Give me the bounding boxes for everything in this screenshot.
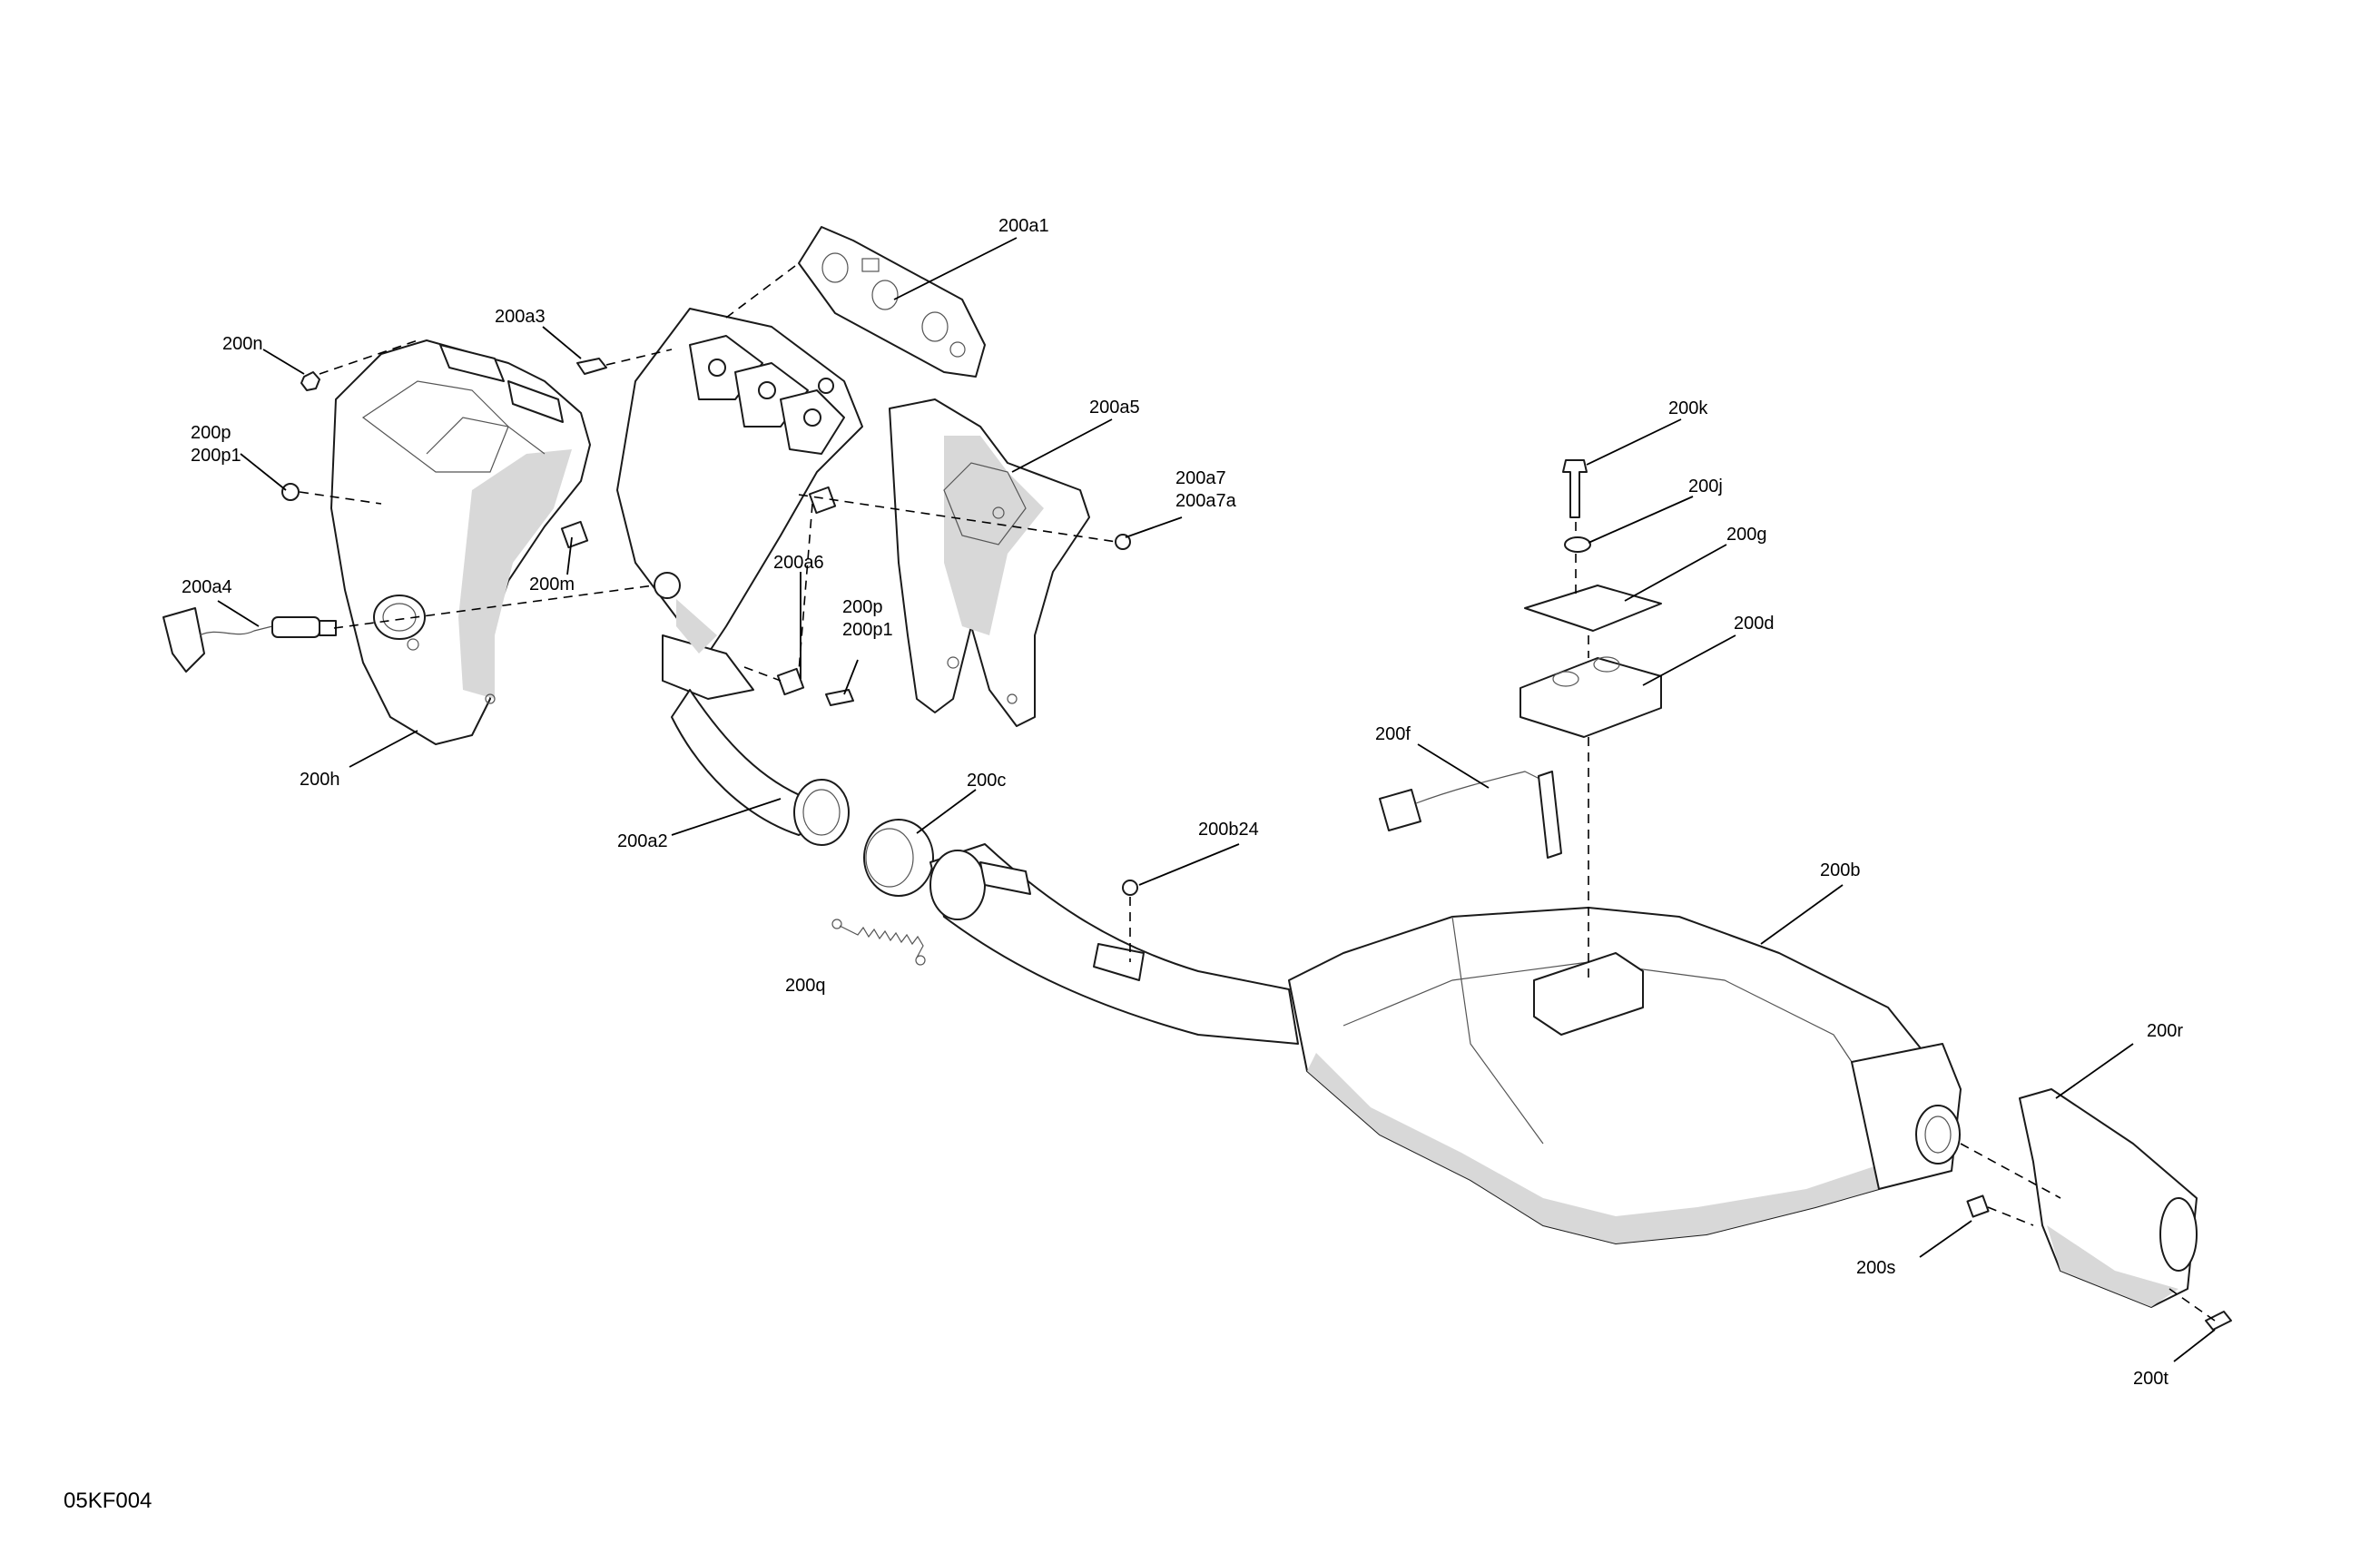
- callout-200n: 200n: [222, 334, 263, 354]
- callout-200c: 200c: [967, 771, 1006, 791]
- screw-200a3: [576, 358, 607, 375]
- callout-200a2: 200a2: [617, 831, 668, 851]
- callout-200p-mid: 200p: [842, 597, 883, 617]
- clip-200a6-top: [808, 486, 837, 515]
- callout-200a7a: 200a7a: [1175, 491, 1237, 511]
- callout-200r: 200r: [2147, 1021, 2183, 1041]
- figure-code: 05KF004: [64, 1489, 152, 1513]
- callout-200h: 200h: [300, 770, 340, 790]
- ring-gasket: [863, 819, 934, 897]
- callout-200a1: 200a1: [998, 216, 1049, 236]
- callout-200p1-top: 200p1: [191, 446, 241, 466]
- callout-200a7: 200a7: [1175, 468, 1226, 488]
- callout-200m: 200m: [529, 575, 575, 595]
- callout-200a3: 200a3: [495, 307, 546, 327]
- clip-200m: [560, 520, 589, 549]
- callout-200a4: 200a4: [182, 577, 232, 597]
- callout-labels: 200a1 200a3 200n 200p 200p1 200a5 200a7 …: [182, 216, 2183, 1389]
- callout-200s: 200s: [1856, 1258, 1895, 1278]
- shield-bracket-upper: [439, 344, 564, 423]
- heat-shield-left: [330, 339, 591, 745]
- spring: [831, 919, 926, 966]
- bolt-200p-mid: [825, 689, 854, 706]
- clip-200s: [1966, 1194, 1990, 1218]
- callout-200p-top: 200p: [191, 423, 231, 443]
- screw-200t: [2205, 1311, 2232, 1331]
- callout-200b: 200b: [1820, 860, 1861, 880]
- callout-200q: 200q: [785, 976, 826, 996]
- callout-200b24: 200b24: [1198, 820, 1259, 840]
- mid-pipe: [929, 843, 1299, 1045]
- callout-200p1-mid: 200p1: [842, 620, 893, 640]
- callout-200k: 200k: [1668, 398, 1708, 418]
- callout-200t: 200t: [2133, 1369, 2169, 1389]
- callout-200j: 200j: [1688, 477, 1723, 496]
- bolt-200k: [1562, 459, 1588, 518]
- nut-200n: [300, 371, 320, 391]
- plate-200g: [1524, 585, 1662, 632]
- heat-shield-right: [889, 398, 1090, 727]
- tail-cap: [1966, 1088, 2232, 1331]
- washer-200p-top: [281, 483, 300, 501]
- clip-200a6-bottom: [776, 667, 805, 696]
- callout-200f: 200f: [1375, 724, 1411, 744]
- leader-lines: [217, 237, 2216, 1362]
- washer-200j: [1564, 536, 1591, 553]
- callout-200d: 200d: [1734, 614, 1775, 634]
- callout-200g: 200g: [1726, 525, 1767, 545]
- muffler: [1288, 907, 1962, 1244]
- bolt-200b24: [1122, 880, 1138, 896]
- oxygen-sensor-left: [162, 607, 337, 673]
- exhaust-manifold: [616, 308, 863, 846]
- mount-stack: [1519, 459, 1662, 738]
- assembly-lines: [299, 262, 2216, 1322]
- callout-200a6: 200a6: [773, 553, 824, 573]
- manifold-gasket: [798, 226, 986, 378]
- oxygen-sensor-right: [1379, 771, 1562, 859]
- callout-200a5: 200a5: [1089, 398, 1140, 418]
- rubber-block-200d: [1519, 657, 1662, 738]
- nut-200a7: [1115, 534, 1131, 550]
- hardware-small: [281, 358, 1131, 706]
